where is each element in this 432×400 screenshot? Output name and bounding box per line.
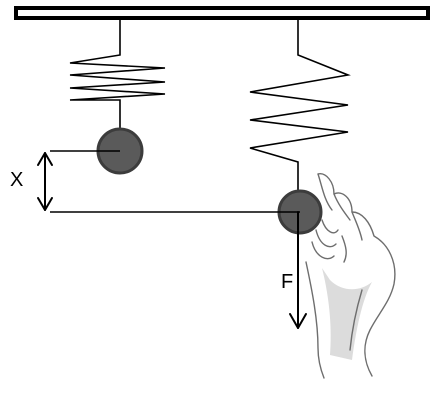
- ceiling-bar: [14, 6, 430, 20]
- displacement-label: X: [10, 169, 23, 191]
- force-label: F: [281, 271, 293, 293]
- spring-stretched: [249, 20, 351, 198]
- hand-icon: [305, 173, 396, 379]
- spring-rest: [69, 20, 166, 138]
- down-arrow: [289, 211, 307, 329]
- double-arrow: [37, 152, 53, 211]
